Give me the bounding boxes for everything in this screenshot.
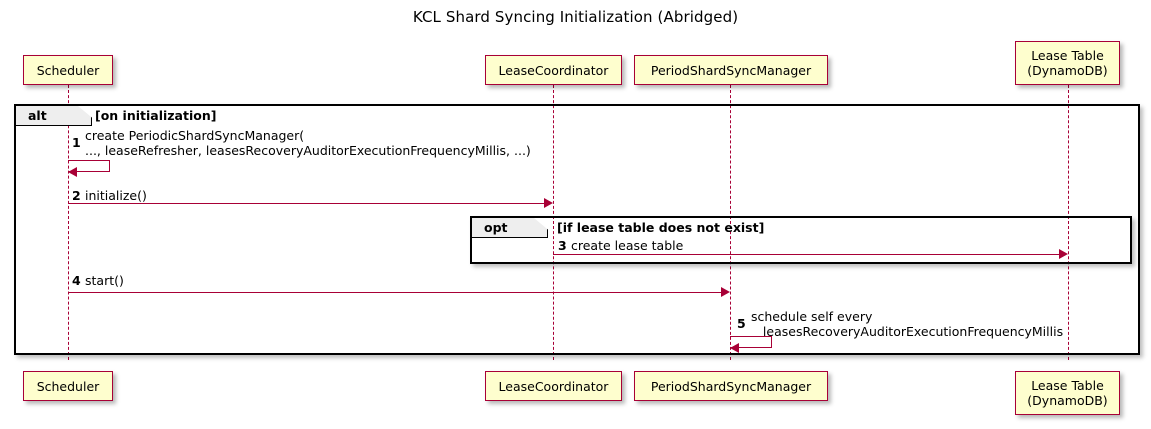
group-keyword-alt: alt (28, 108, 47, 123)
participant-lease-coordinator-top-label: LeaseCoordinator (498, 62, 609, 78)
participant-lease-table-bottom[interactable]: Lease Table (DynamoDB) (1015, 371, 1120, 415)
participant-lease-table-top-label: Lease Table (1031, 48, 1104, 63)
message-5-arrow-head (730, 343, 739, 353)
message-3-label: create lease table (571, 238, 684, 253)
message-1-seq: 1 (72, 135, 81, 150)
participant-lease-coordinator-bottom[interactable]: LeaseCoordinator (485, 371, 622, 401)
message-4-label: start() (85, 273, 124, 288)
participant-period-shard-sync-manager-bottom[interactable]: PeriodShardSyncManager (634, 371, 828, 401)
participant-lease-coordinator-top[interactable]: LeaseCoordinator (485, 55, 622, 85)
participant-scheduler-top-label: Scheduler (36, 62, 100, 78)
message-1-label-line1: create PeriodicShardSyncManager( (85, 128, 305, 143)
message-5-label-line1: schedule self every (751, 309, 873, 324)
message-3-line (553, 254, 1060, 255)
group-frame-opt (470, 216, 1132, 264)
message-4-line (68, 292, 721, 293)
participant-lease-table-top-sublabel: (DynamoDB) (1027, 63, 1108, 78)
message-1-label-line2: ..., leaseRefresher, leasesRecoveryAudit… (85, 143, 531, 158)
participant-scheduler-bottom-label: Scheduler (36, 378, 100, 394)
group-frame-alt (14, 104, 1140, 355)
group-condition-opt: [if lease table does not exist] (557, 220, 765, 235)
lifeline-lease-coordinator (553, 85, 554, 360)
group-tab-opt: opt (472, 218, 548, 238)
message-5-self-loop (730, 336, 772, 348)
message-2-arrow-head (544, 198, 553, 208)
lifeline-scheduler (68, 85, 69, 360)
lifeline-lease-table (1068, 85, 1069, 360)
message-3-seq: 3 (558, 238, 567, 253)
participant-period-shard-sync-manager-top-label: PeriodShardSyncManager (650, 62, 812, 78)
message-4-arrow-head (721, 287, 730, 297)
participant-period-shard-sync-manager-bottom-label: PeriodShardSyncManager (650, 378, 812, 394)
participant-scheduler-bottom[interactable]: Scheduler (23, 371, 113, 401)
group-condition-alt: [on initialization] (95, 108, 217, 123)
page-title: KCL Shard Syncing Initialization (Abridg… (412, 8, 739, 26)
group-keyword-opt: opt (484, 220, 508, 235)
message-4-seq: 4 (72, 273, 81, 288)
message-1-self-loop (68, 160, 110, 172)
message-2-line (68, 203, 544, 204)
message-2-label: initialize() (85, 188, 147, 203)
participant-lease-coordinator-bottom-label: LeaseCoordinator (498, 378, 609, 394)
participant-period-shard-sync-manager-top[interactable]: PeriodShardSyncManager (634, 55, 828, 85)
lifeline-period-shard-sync-manager (730, 85, 731, 360)
message-2-seq: 2 (72, 188, 81, 203)
participant-lease-table-bottom-label: Lease Table (1031, 378, 1104, 393)
participant-lease-table-bottom-sublabel: (DynamoDB) (1027, 393, 1108, 408)
message-1-arrow-head (68, 167, 77, 177)
message-3-arrow-head (1059, 249, 1068, 259)
participant-scheduler-top[interactable]: Scheduler (23, 55, 113, 85)
participant-lease-table-top[interactable]: Lease Table (DynamoDB) (1015, 41, 1120, 85)
group-tab-alt: alt (16, 106, 92, 126)
message-5-label-line2: leasesRecoveryAuditorExecutionFrequencyM… (751, 324, 1064, 339)
message-5-seq: 5 (737, 316, 746, 331)
